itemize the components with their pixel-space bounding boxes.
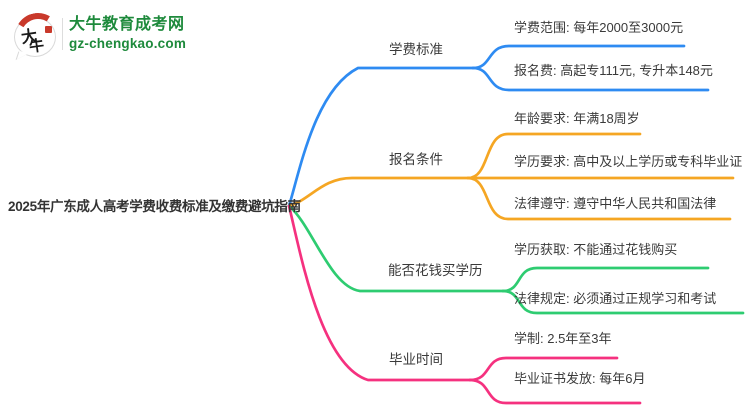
central-topic: 2025年广东成人高考学费收费标准及缴费避坑指南 — [8, 199, 301, 214]
branch-3-lines — [287, 204, 745, 315]
site-logo: 大 牛 大牛教育成考网 gz-chengkao.com — [10, 8, 186, 64]
leaf-age-requirement: 年龄要求: 年满18周岁 — [514, 111, 640, 126]
branch-1-child-1-line — [471, 44, 686, 70]
branch-2-child-3-line — [466, 176, 732, 221]
branch-3-child-1-line — [501, 266, 710, 293]
branch-label-registration-conditions: 报名条件 — [389, 152, 443, 167]
branch-4-child-1-line — [468, 356, 619, 382]
logo-divider — [62, 18, 63, 50]
branch-1-lines — [287, 44, 710, 208]
site-url: gz-chengkao.com — [69, 35, 187, 51]
branch-label-tuition-standard: 学费标准 — [389, 42, 443, 57]
branch-3-trunk-line — [287, 204, 505, 293]
logo-char-bottom: 牛 — [28, 38, 46, 56]
branch-label-graduation-time: 毕业时间 — [389, 352, 443, 367]
branch-4-child-2-line — [468, 378, 642, 405]
branch-2-lines — [287, 132, 735, 221]
leaf-education-requirement: 学历要求: 高中及以上学历或专科毕业证 — [514, 154, 743, 169]
logo-text-block: 大牛教育成考网 gz-chengkao.com — [69, 14, 186, 51]
branch-3-child-2-line — [501, 289, 745, 315]
leaf-legal-rule: 法律规定: 必须通过正规学习和考试 — [514, 291, 717, 306]
branch-1-child-2-line — [471, 66, 710, 92]
branch-2-trunk-line — [287, 176, 470, 208]
leaf-registration-fee: 报名费: 高起专111元, 专升本148元 — [514, 63, 713, 78]
site-name: 大牛教育成考网 — [69, 16, 185, 33]
logo-seal-icon — [45, 26, 52, 33]
branch-4-lines — [287, 204, 642, 405]
leaf-study-duration: 学制: 2.5年至3年 — [514, 331, 612, 346]
branch-4-trunk-line — [287, 204, 472, 382]
leaf-certificate-issuance: 毕业证书发放: 每年6月 — [514, 371, 646, 386]
daniu-logo-icon: 大 牛 — [10, 8, 66, 64]
branch-1-trunk-line — [287, 66, 475, 208]
leaf-diploma-acquisition: 学历获取: 不能通过花钱购买 — [514, 242, 678, 257]
leaf-law-compliance: 法律遵守: 遵守中华人民共和国法律 — [514, 196, 717, 211]
logo-bubble-shape — [14, 17, 56, 57]
leaf-tuition-range: 学费范围: 每年2000至3000元 — [514, 20, 684, 35]
branch-label-buy-diploma: 能否花钱买学历 — [388, 263, 483, 278]
branch-2-child-1-line — [466, 132, 642, 180]
